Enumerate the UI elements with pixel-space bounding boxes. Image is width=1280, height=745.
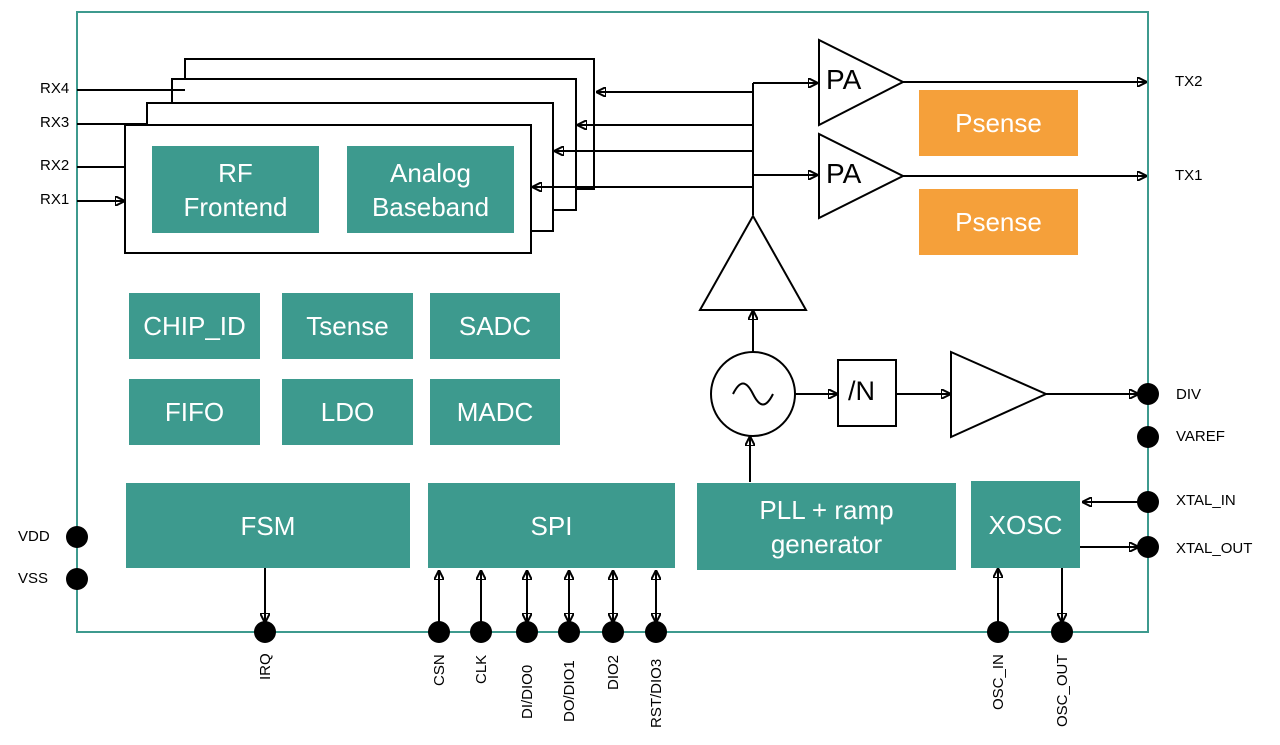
rx1-pin-label: RX1 [40,191,70,208]
xtal-out-pin-label: XTAL_OUT [1176,540,1253,557]
psense-tx1-label: Psense [955,207,1042,237]
pa-bottom-triangle [818,132,906,220]
divider-box [837,359,897,427]
madc-label: MADC [456,397,534,427]
xosc-label: XOSC [988,509,1063,540]
vdd-pin-dot [66,526,88,548]
div-pin-dot [1137,383,1159,405]
spi-label: SPI [530,510,573,541]
csn-pin-label: CSN [431,654,448,686]
sadc-label: SADC [458,311,532,341]
clk-pin-label: CLK [473,654,490,684]
osc-in-pin-dot [987,621,1009,643]
dio2-pin-dot [602,621,624,643]
sadc-block: SADC [430,293,560,359]
pll-label: PLL + ramp generator [759,494,894,559]
dio2-pin-label: DIO2 [605,654,622,690]
irq-pin-label: IRQ [257,653,274,680]
psense-tx2-label: Psense [955,108,1042,138]
osc-out-pin-label: OSC_OUT [1054,654,1071,727]
tx1-pin-label: TX1 [1175,167,1203,184]
vco-sine [732,382,774,406]
rx3-pin-label: RX3 [40,114,70,131]
fifo-label: FIFO [164,397,225,427]
tsense-label: Tsense [306,311,389,341]
varef-pin-label: VAREF [1176,428,1225,445]
dio3-pin-label: RST/DIO3 [648,658,665,728]
psense-tx1-block: Psense [919,189,1078,255]
rx4-pin-label: RX4 [40,80,70,97]
rf-frontend-label: RF Frontend [183,157,288,222]
chip-id-label: CHIP_ID [143,311,246,341]
vss-pin-label: VSS [18,570,49,587]
irq-pin-dot [254,621,276,643]
pll-block: PLL + ramp generator [697,483,956,570]
ldo-label: LDO [320,397,375,427]
xtal-in-pin-label: XTAL_IN [1176,492,1236,509]
div-pin-label: DIV [1176,386,1202,403]
xosc-block: XOSC [971,481,1080,568]
pa-top-triangle [818,38,906,127]
tsense-block: Tsense [282,293,413,359]
spi-block: SPI [428,483,675,568]
osc-out-pin-dot [1051,621,1073,643]
clk-pin-dot [470,621,492,643]
rf-frontend-block: RF Frontend [152,146,319,233]
fsm-block: FSM [126,483,410,568]
csn-pin-dot [428,621,450,643]
chip-id-block: CHIP_ID [129,293,260,359]
vdd-pin-label: VDD [18,528,50,545]
fsm-label: FSM [240,510,296,541]
xtal-out-pin-dot [1137,536,1159,558]
pa-bottom-label: PA [826,158,862,189]
analog-baseband-block: Analog Baseband [347,146,514,233]
psense-tx2-block: Psense [919,90,1078,156]
vss-pin-dot [66,568,88,590]
madc-block: MADC [430,379,560,445]
analog-baseband-label: Analog Baseband [371,157,490,222]
dio0-pin-label: DI/DIO0 [519,664,536,719]
rx2-pin-label: RX2 [40,157,70,174]
osc-in-pin-label: OSC_IN [990,654,1007,710]
dio1-pin-dot [558,621,580,643]
xtal-in-pin-dot [1137,491,1159,513]
pa-top-label: PA [826,64,862,95]
dio3-pin-dot [645,621,667,643]
dio0-pin-dot [516,621,538,643]
varef-pin-dot [1137,426,1159,448]
fifo-block: FIFO [129,379,260,445]
divider-label: /N [848,376,875,406]
lo-buffer-triangle [698,213,808,311]
div-buffer-triangle [950,350,1049,439]
ldo-block: LDO [282,379,413,445]
dio1-pin-label: DO/DIO1 [561,660,578,722]
tx2-pin-label: TX2 [1175,73,1203,90]
